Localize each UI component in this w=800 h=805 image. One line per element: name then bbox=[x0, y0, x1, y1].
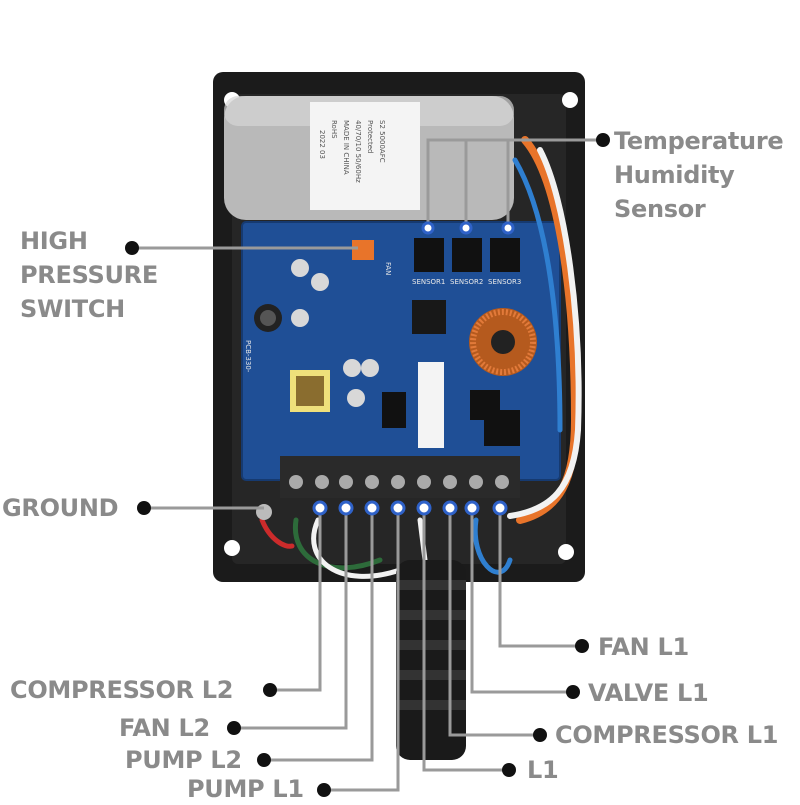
capacitor-label-line: 2022 03 bbox=[318, 130, 326, 159]
ground-screw bbox=[256, 504, 272, 520]
capacitor-label-line: 40/70/10 50/60Hz bbox=[354, 120, 362, 183]
terminal-block bbox=[280, 456, 520, 498]
capacitor-label-line: Protected bbox=[366, 120, 374, 154]
label-compressor-l1: COMPRESSOR L1 bbox=[555, 721, 779, 749]
label-line: Sensor bbox=[614, 195, 706, 223]
board-model-label: PCB-330- bbox=[244, 340, 252, 373]
label-fan-l2: FAN L2 bbox=[119, 714, 210, 742]
fan-header-label: FAN bbox=[384, 262, 392, 275]
sensor-port-label: SENSOR1 bbox=[412, 278, 445, 286]
capacitor-label-line: RoHS bbox=[330, 120, 338, 139]
leader-dot-icon bbox=[137, 501, 151, 515]
leader-dot-icon bbox=[566, 685, 580, 699]
sensor-port-label: SENSOR2 bbox=[450, 278, 483, 286]
label-pump-l2: PUMP L2 bbox=[125, 746, 242, 774]
label-high-pressure-switch: HIGH PRESSURE SWITCH bbox=[20, 224, 158, 326]
label-line: PRESSURE bbox=[20, 261, 158, 289]
leader-dot-icon bbox=[257, 753, 271, 767]
leader-dot-icon bbox=[227, 721, 241, 735]
conduit bbox=[396, 560, 466, 760]
capacitor: 2022 03 RoHS MADE IN CHINA 40/70/10 50/6… bbox=[224, 96, 514, 220]
label-pump-l1: PUMP L1 bbox=[187, 775, 304, 803]
sensor-port-label: SENSOR3 bbox=[488, 278, 521, 286]
leader-lines bbox=[132, 138, 603, 792]
leader-dot-icons bbox=[125, 133, 610, 797]
wiring bbox=[259, 136, 582, 603]
leader-dot-icon bbox=[263, 683, 277, 697]
label-line: Temperature bbox=[614, 127, 784, 155]
leader-dot-icon bbox=[575, 639, 589, 653]
label-line: Humidity bbox=[614, 161, 735, 189]
terminal-highlights bbox=[312, 221, 515, 516]
leader-dot-icon bbox=[502, 763, 516, 777]
leader-dot-icon bbox=[125, 241, 139, 255]
label-line: HIGH bbox=[20, 227, 88, 255]
label-valve-l1: VALVE L1 bbox=[588, 679, 709, 707]
label-ground: GROUND bbox=[2, 494, 119, 522]
leader-dot-icon bbox=[317, 783, 331, 797]
label-fan-l1: FAN L1 bbox=[598, 633, 689, 661]
circuit-board: SENSOR1 SENSOR2 SENSOR3 FAN PCB-330- bbox=[241, 221, 561, 481]
leader-dot-icon bbox=[533, 728, 547, 742]
label-temperature-humidity-sensor: Temperature Humidity Sensor bbox=[614, 124, 784, 226]
capacitor-label-line: S2 5000AFC bbox=[378, 120, 386, 163]
label-line: SWITCH bbox=[20, 295, 125, 323]
capacitor-label-line: MADE IN CHINA bbox=[342, 120, 350, 175]
label-compressor-l2: COMPRESSOR L2 bbox=[10, 676, 234, 704]
label-l1: L1 bbox=[527, 756, 559, 784]
leader-dot-icon bbox=[596, 133, 610, 147]
